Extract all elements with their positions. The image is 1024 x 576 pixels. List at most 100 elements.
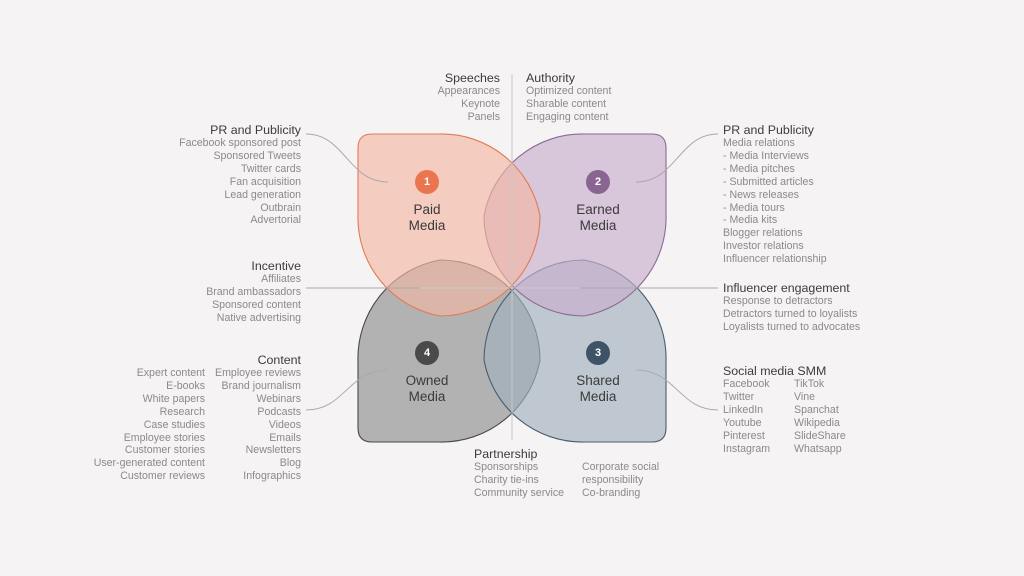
list-item: Case studies <box>143 418 205 431</box>
list-item: Appearances <box>437 85 500 97</box>
list-item: Engaging content <box>526 110 609 123</box>
paid-media-shape <box>357 133 541 317</box>
owned-media-label-line1: Owned <box>405 373 449 388</box>
list-item: Charity tie-ins <box>474 473 539 486</box>
shared-media-label-line1: Shared <box>576 373 620 388</box>
list-item: Sponsored content <box>212 298 301 311</box>
paid-media-label-line1: Paid <box>413 202 441 217</box>
owned-number-badge: 4 <box>415 341 439 365</box>
social-media-title: Social media SMM <box>723 364 827 378</box>
list-item: Media relations <box>723 137 795 149</box>
list-item: Customer stories <box>124 444 205 457</box>
earned-media-label: Earned Media <box>538 202 658 234</box>
content-title: Content <box>257 353 301 367</box>
list-item: Expert content <box>136 367 205 379</box>
connector-social <box>635 369 719 411</box>
content-title-block: Content <box>258 353 301 367</box>
pr-publicity-left-title: PR and Publicity <box>210 123 301 137</box>
influencer-engagement-title: Influencer engagement <box>723 281 850 295</box>
list-item: TikTok <box>794 378 825 390</box>
partnership-title: Partnership <box>474 447 538 461</box>
list-item: Brand ambassadors <box>206 285 301 298</box>
list-item: Twitter cards <box>240 162 301 175</box>
list-item: Detractors turned to loyalists <box>723 307 858 320</box>
earned-number-badge: 2 <box>586 170 610 194</box>
list-item: Community service <box>474 486 565 499</box>
list-item: Optimized content <box>526 85 612 97</box>
list-item: Facebook <box>723 378 770 390</box>
connector-pr-right <box>635 133 719 183</box>
list-item: White papers <box>142 392 205 405</box>
list-item: Keynote <box>461 97 500 110</box>
social-media-title-block: Social media SMM <box>723 364 826 378</box>
list-item: Whatsapp <box>794 442 842 455</box>
connector-content <box>305 369 389 411</box>
list-item: Research <box>159 405 205 418</box>
owned-media-label-line2: Media <box>408 389 446 404</box>
list-item: LinkedIn <box>723 403 764 416</box>
paid-media-label-line2: Media <box>408 218 446 233</box>
list-item: Co-branding <box>582 486 641 499</box>
list-item: - Submitted articles <box>723 175 814 188</box>
shared-number-badge: 3 <box>586 341 610 365</box>
list-item: Investor relations <box>723 240 804 253</box>
owned-media-label: Owned Media <box>367 373 487 405</box>
pr-publicity-right-list: Media relations- Media Interviews- Media… <box>723 137 827 266</box>
list-item: - News releases <box>723 188 799 201</box>
earned-media-label-line1: Earned <box>576 202 620 217</box>
list-item: Wikipedia <box>794 416 840 429</box>
list-item: Influencer relationship <box>723 253 827 266</box>
paid-media-label: Paid Media <box>367 202 487 234</box>
list-item: Fan acquisition <box>229 175 301 188</box>
list-item: - Media kits <box>723 214 778 227</box>
list-item: Sponsored Tweets <box>213 149 301 162</box>
list-item: responsibility <box>582 473 644 486</box>
list-item: Pinterest <box>723 429 765 442</box>
list-item: Native advertising <box>216 311 301 324</box>
list-item: User-generated content <box>93 457 205 470</box>
shared-media-label-line2: Media <box>579 389 617 404</box>
list-item: Response to detractors <box>723 295 833 307</box>
list-item: Blog <box>279 457 301 470</box>
list-item: Youtube <box>723 416 762 429</box>
authority-title: Authority <box>526 71 575 85</box>
list-item: Emails <box>269 431 301 444</box>
list-item: Lead generation <box>224 188 301 201</box>
list-item: Employee reviews <box>215 367 301 379</box>
list-item: Spanchat <box>794 403 839 416</box>
list-item: - Media pitches <box>723 162 795 175</box>
list-item: - Media tours <box>723 201 785 214</box>
incentive-title: Incentive <box>251 259 301 273</box>
list-item: Outbrain <box>260 201 301 214</box>
list-item: Loyalists turned to advocates <box>723 320 861 333</box>
earned-media-label-line2: Media <box>579 218 617 233</box>
list-item: Customer reviews <box>120 470 205 483</box>
list-item: Facebook sponsored post <box>179 137 301 149</box>
list-item: Brand journalism <box>221 379 302 392</box>
pr-publicity-left-block: PR and Publicity Facebook sponsored post… <box>179 123 301 227</box>
list-item: - Media Interviews <box>723 149 809 162</box>
connector-pr-left <box>305 133 389 183</box>
partnership-title-block: Partnership <box>474 447 537 461</box>
list-item: Panels <box>467 110 500 123</box>
list-item: Twitter <box>723 390 755 403</box>
list-item: Affiliates <box>261 273 301 285</box>
list-item: E-books <box>166 379 205 392</box>
list-item: Videos <box>268 418 301 431</box>
list-item: Infographics <box>243 470 301 483</box>
list-item: Employee stories <box>123 431 205 444</box>
